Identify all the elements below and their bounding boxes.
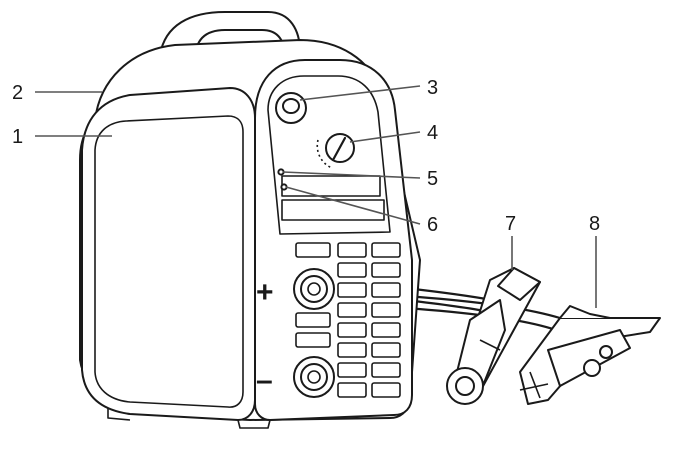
vent-slot xyxy=(337,242,367,258)
vent-slot xyxy=(371,282,401,298)
current-knob xyxy=(316,133,355,169)
leader-5 xyxy=(282,171,421,179)
positive-terminal xyxy=(293,268,335,310)
positive-sign: + xyxy=(256,276,274,309)
vent-slot xyxy=(371,322,401,338)
control-recess xyxy=(267,75,391,235)
indicator-light-lower xyxy=(280,183,288,191)
foot-left xyxy=(107,408,131,421)
callout-label-2: 2 xyxy=(12,82,23,104)
vent-slot xyxy=(371,342,401,358)
foot-right xyxy=(237,419,271,429)
electrode-holder xyxy=(446,267,541,405)
callout-label-1: 1 xyxy=(12,126,23,148)
callout-label-8: 8 xyxy=(589,213,600,235)
vent-slot xyxy=(337,302,367,318)
negative-terminal xyxy=(293,356,335,398)
earth-clamp xyxy=(519,305,661,405)
welder-machine xyxy=(79,11,421,429)
vent-slot xyxy=(337,342,367,358)
vent-slot xyxy=(337,282,367,298)
callouts: 2 1 3 4 5 6 7 8 xyxy=(12,77,600,308)
callout-label-3: 3 xyxy=(427,77,438,99)
vent-slot xyxy=(295,242,331,258)
callout-label-5: 5 xyxy=(427,168,438,190)
vent-grid xyxy=(295,242,401,398)
vent-slot xyxy=(371,262,401,278)
power-switch xyxy=(275,92,307,124)
vent-slot xyxy=(371,382,401,398)
vent-slot xyxy=(337,262,367,278)
vent-slot xyxy=(337,322,367,338)
vent-slot xyxy=(337,382,367,398)
vent-slot xyxy=(295,312,331,328)
indicator-light-upper xyxy=(277,168,285,176)
negative-sign: – xyxy=(256,364,273,397)
vent-slot xyxy=(371,242,401,258)
vent-slot xyxy=(337,362,367,378)
leader-4 xyxy=(349,131,421,143)
callout-label-6: 6 xyxy=(427,214,438,236)
vent-slot xyxy=(295,332,331,348)
leader-3 xyxy=(299,85,421,101)
side-panel xyxy=(94,115,244,408)
callout-label-4: 4 xyxy=(427,122,438,144)
vent-slot xyxy=(371,302,401,318)
vent-slot xyxy=(371,362,401,378)
callout-label-7: 7 xyxy=(505,213,516,235)
leader-6 xyxy=(285,186,421,225)
side-shell xyxy=(81,87,256,421)
